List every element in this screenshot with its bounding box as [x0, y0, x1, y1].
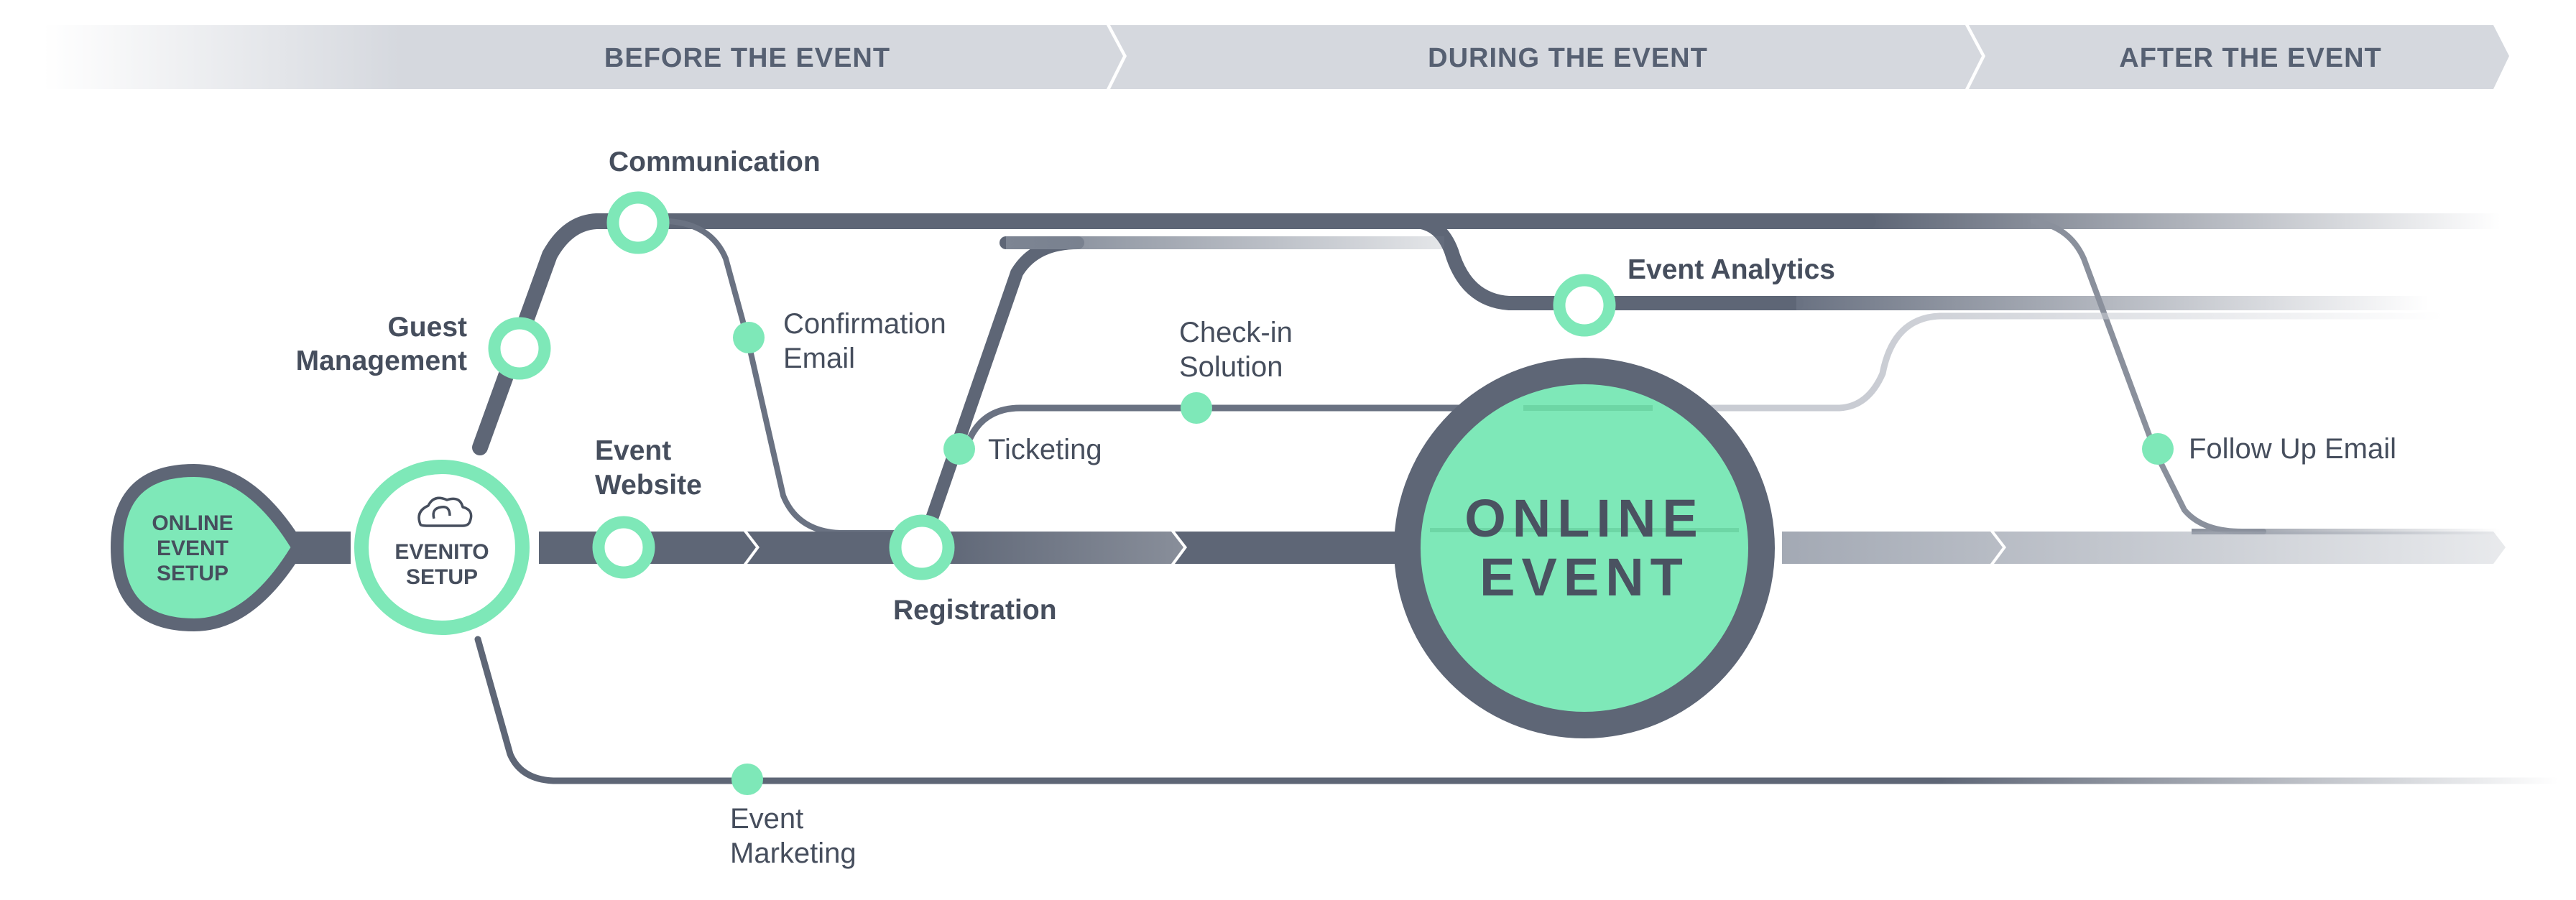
- confirmation-email-track: [665, 218, 930, 536]
- phase-during-label: DURING THE EVENT: [1428, 43, 1708, 73]
- hub-circle: [354, 460, 530, 635]
- main-segment-3: [747, 532, 934, 564]
- follow-up-email-label: Follow Up Email: [2189, 433, 2396, 465]
- communication-label: Communication: [609, 147, 821, 177]
- main-segment-6: [1782, 532, 2003, 564]
- event-website-label-line1: Event: [595, 435, 671, 466]
- stops: [731, 322, 2174, 795]
- phase-after-label: AFTER THE EVENT: [2119, 43, 2381, 73]
- start-label-line1: ONLINE: [152, 511, 233, 535]
- tracks: [472, 213, 2558, 784]
- phase-header: BEFORE THE EVENT DURING THE EVENT AFTER …: [43, 25, 2509, 89]
- confirmation-email-dot: [733, 322, 765, 353]
- check-in-label-line2: Solution: [1179, 351, 1283, 383]
- online-event-line1: ONLINE: [1464, 488, 1704, 548]
- guest-management-label-line2: Management: [296, 345, 467, 376]
- phase-before-arrow: [43, 25, 1123, 89]
- labels: Communication Guest Management Event Web…: [296, 147, 2396, 869]
- hub-label-line1: EVENITO: [394, 540, 489, 564]
- registration-label: Registration: [893, 595, 1057, 626]
- start-drop: [111, 464, 305, 631]
- check-in-track-right: [1707, 312, 2447, 412]
- main-segment-7: [1994, 532, 2506, 564]
- analytics-branch-track: [1408, 214, 1804, 310]
- main-segment-5: [1175, 532, 1408, 564]
- event-analytics-label: Event Analytics: [1628, 254, 1835, 285]
- online-event-line2: EVENT: [1479, 547, 1689, 607]
- check-in-dot: [1181, 392, 1212, 424]
- ticketing-dot: [943, 433, 975, 465]
- main-segment-4: [920, 532, 1183, 564]
- guest-management-label-line1: Guest: [387, 312, 467, 343]
- phase-during-arrow: [1110, 25, 1982, 89]
- check-in-track: [966, 404, 1714, 442]
- online-event-inner: [1421, 384, 1748, 712]
- confirmation-email-label-line2: Email: [783, 343, 855, 374]
- event-analytics-station: [1553, 274, 1616, 337]
- start-marker: ONLINE EVENT SETUP: [111, 464, 305, 631]
- event-marketing-dot: [731, 764, 763, 795]
- guest-management-station: [488, 317, 551, 380]
- phase-after-arrow: [1969, 25, 2509, 89]
- communication-track: [472, 213, 1876, 455]
- cloud-icon: [417, 496, 473, 527]
- event-marketing-track: [474, 636, 1944, 784]
- start-label-line3: SETUP: [157, 562, 228, 585]
- registration-station: [889, 514, 955, 580]
- start-label-line2: EVENT: [157, 537, 228, 560]
- check-in-label-line1: Check-in: [1179, 317, 1293, 348]
- event-website-station: [592, 516, 655, 579]
- event-marketing-label-line1: Event: [730, 803, 803, 835]
- follow-up-dot: [2142, 433, 2174, 465]
- stations: [488, 191, 1616, 580]
- event-marketing-label-line2: Marketing: [730, 838, 857, 869]
- online-event-center: ONLINE EVENT: [1394, 358, 1775, 738]
- event-website-label-line2: Website: [595, 470, 702, 501]
- ticketing-track: [923, 236, 1084, 533]
- evenito-hub: EVENITO SETUP: [354, 460, 530, 635]
- phase-before-label: BEFORE THE EVENT: [604, 43, 890, 73]
- main-segment-1: [291, 532, 351, 564]
- confirmation-email-label-line1: Confirmation: [783, 308, 946, 340]
- hub-label-line2: SETUP: [406, 565, 478, 589]
- ticketing-label: Ticketing: [988, 434, 1102, 465]
- follow-up-track: [2031, 218, 2266, 534]
- communication-station: [606, 191, 670, 254]
